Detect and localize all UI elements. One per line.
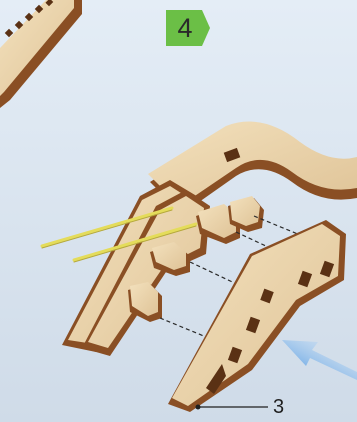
callout-label-3: 3 xyxy=(273,396,284,419)
step-number: 4 xyxy=(166,10,204,46)
callout-dot-3 xyxy=(196,405,201,410)
